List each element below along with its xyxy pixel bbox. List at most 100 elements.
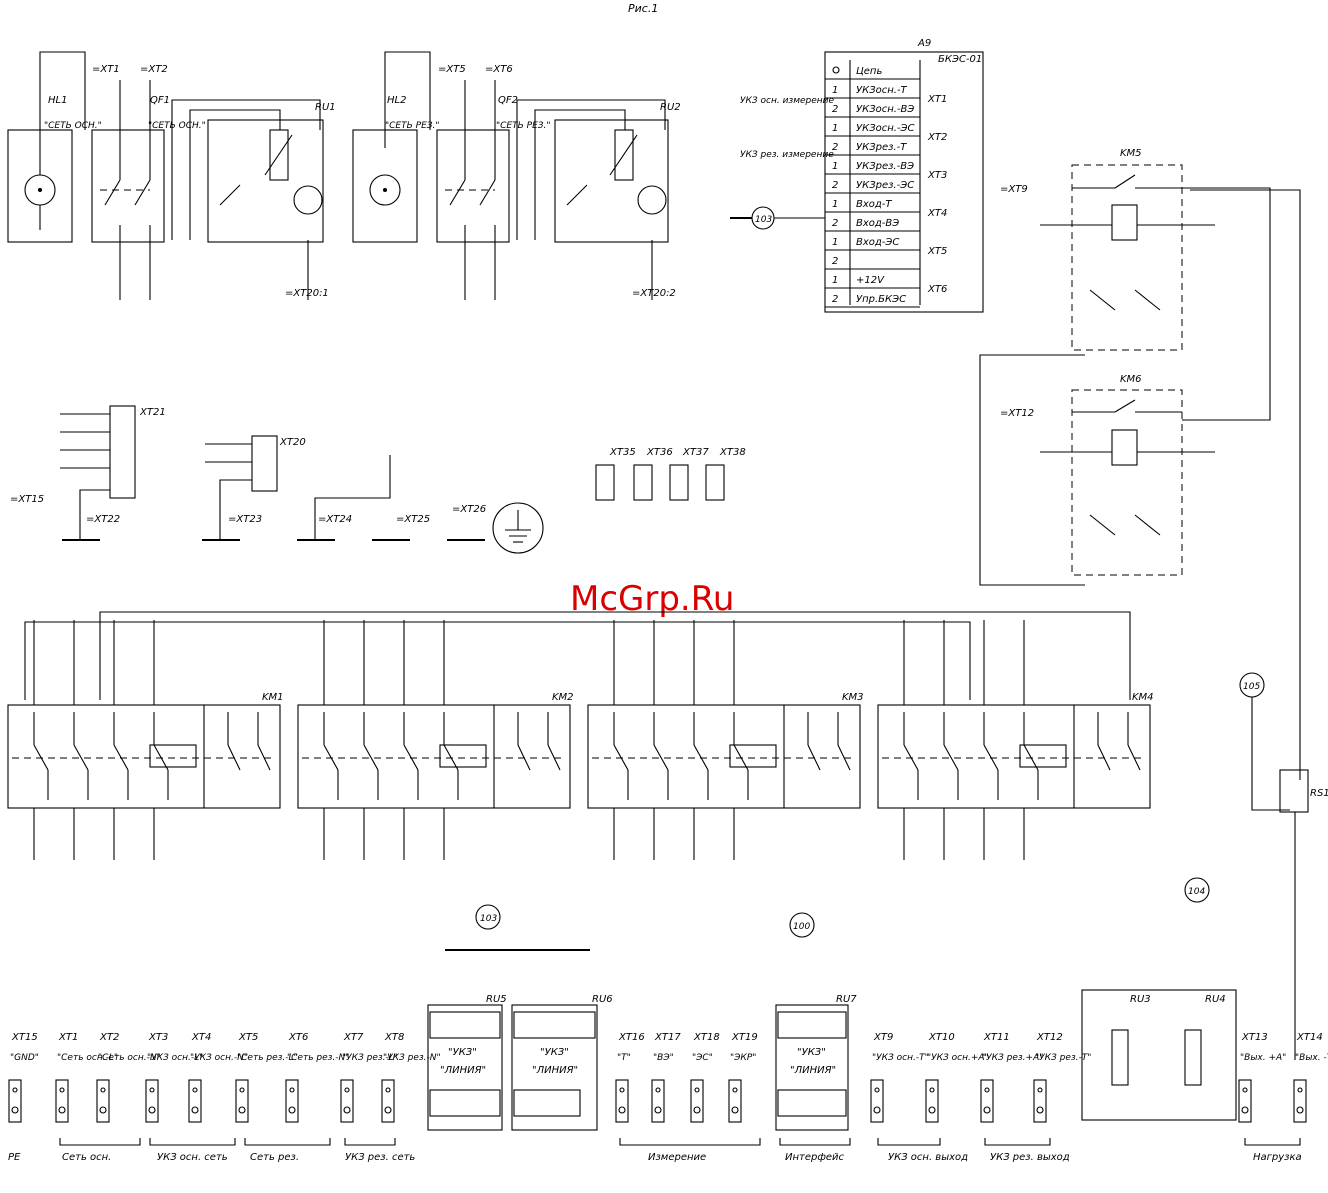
terminal-caption: "ЭС" <box>692 1053 713 1063</box>
hl1-label: HL1 <box>48 95 67 106</box>
terminal-block <box>145 1079 159 1123</box>
a9-row-name: Упр.БКЭС <box>856 294 906 305</box>
main-power-section: HL1 "СЕТЬ ОСН." QF1 "СЕТЬ ОСН." =XT1 =XT… <box>7 51 336 300</box>
terminal-xt-label: XT10 <box>928 1032 955 1043</box>
a9-row-num: 1 <box>832 85 838 96</box>
terminal-block <box>285 1079 299 1123</box>
terminal-xt-label: XT7 <box>343 1032 364 1043</box>
ru1-label: RU1 <box>315 102 336 113</box>
terminal-caption: "УКЗ рез.-L" <box>342 1053 398 1063</box>
a9-row-name: УКЗрез.-ВЭ <box>856 161 914 172</box>
xt20-1-ref: =XT20:1 <box>285 288 329 299</box>
a9-row-num: 2 <box>832 142 838 153</box>
terminal-caption: "Сеть рез.-N" <box>287 1053 349 1063</box>
group-label: Интерфейс <box>785 1152 845 1163</box>
terminal-xt-label: XT5 <box>238 1032 258 1043</box>
terminal-caption: "УКЗ рез.+А" <box>982 1053 1043 1063</box>
terminal-caption: "УКЗ рез.-Т" <box>1035 1053 1091 1063</box>
a9-title: A9 <box>917 38 931 49</box>
qf1-caption: "СЕТЬ ОСН." <box>148 121 206 131</box>
a9-row-num: 2 <box>832 218 838 229</box>
terminal-xt-label: XT4 <box>191 1032 211 1043</box>
a9-row-name: Вход-ЭС <box>856 237 899 248</box>
terminal-block <box>96 1079 110 1123</box>
terminal-caption: "Т" <box>617 1053 631 1063</box>
meter-103-icon <box>475 904 501 930</box>
xt6-ref: =XT6 <box>485 64 513 75</box>
watermark: McGrp.Ru <box>570 579 734 619</box>
terminal-caption: "Сеть рез.-L" <box>237 1053 298 1063</box>
ground-symbol-icon <box>492 502 544 554</box>
terminal-xt-label: XT12 <box>1036 1032 1063 1043</box>
terminal-xt-label: XT13 <box>1241 1032 1268 1043</box>
ru-blocks: 103 RU5 "УКЗ" "ЛИНИЯ" RU6 "УКЗ" "ЛИНИЯ" … <box>427 904 1237 1131</box>
xt9-ref: =XT9 <box>1000 184 1028 195</box>
terminal-block <box>8 1079 22 1123</box>
terminal-block <box>651 1079 665 1123</box>
a9-row-name: Вход-Т <box>856 199 892 210</box>
a9-row-name: УКЗосн.-ВЭ <box>856 104 914 115</box>
xt23-ref: =XT23 <box>228 514 262 525</box>
ru5-bottom: "ЛИНИЯ" <box>440 1065 486 1076</box>
km6-contactor: KM6 =XT12 <box>1000 374 1215 576</box>
terminal-xt-label: XT9 <box>873 1032 893 1043</box>
ru2-label: RU2 <box>660 102 681 113</box>
a9-row-name: УКЗосн.-ЭС <box>856 123 915 134</box>
terminal-block <box>1293 1079 1307 1123</box>
a9-row-num: 1 <box>832 237 838 248</box>
a9-row-num: 1 <box>832 161 838 172</box>
reserve-power-section: HL2 "СЕТЬ РЕЗ." QF2 "СЕТЬ РЕЗ." =XT5 =XT… <box>352 51 681 300</box>
a9-row-num: 1 <box>832 275 838 286</box>
figure-caption: Рис.1 <box>628 2 658 15</box>
xt5-ref: =XT5 <box>438 64 466 75</box>
xt36-label: XT36 <box>646 447 673 458</box>
terminal-caption: "Вых. -Т" <box>1295 1053 1328 1063</box>
terminal-xt-label: XT3 <box>148 1032 168 1043</box>
terminal-caption: "УКЗ рез.-N" <box>383 1053 441 1063</box>
terminal-block <box>381 1079 395 1123</box>
ru5-label: RU5 <box>486 994 507 1005</box>
km5-label: KM5 <box>1120 148 1142 159</box>
a9-row-name: УКЗосн.-Т <box>856 85 908 96</box>
terminal-caption: "УКЗ осн.-Т" <box>872 1053 929 1063</box>
a9-subtitle: БКЭС-01 <box>938 54 982 65</box>
a9-row-xt: XT1 <box>927 94 947 105</box>
km6-label: KM6 <box>1120 374 1142 385</box>
ru4-label: RU4 <box>1205 994 1226 1005</box>
terminal-block <box>615 1079 629 1123</box>
terminal-block <box>55 1079 69 1123</box>
terminal-block <box>235 1079 249 1123</box>
ru6-bottom: "ЛИНИЯ" <box>532 1065 578 1076</box>
terminal-xt-label: XT8 <box>384 1032 404 1043</box>
hl2-label: HL2 <box>387 95 406 106</box>
terminal-xt-label: XT11 <box>983 1032 1010 1043</box>
svg-text:103: 103 <box>755 215 772 225</box>
terminal-block <box>690 1079 704 1123</box>
ground-section: XT21 =XT15 =XT22 XT20 =XT23 =XT24 =XT25 … <box>10 405 544 554</box>
terminal-caption: "Сеть осн.-N" <box>98 1053 161 1063</box>
terminal-block <box>340 1079 354 1123</box>
group-label: Измерение <box>648 1152 706 1163</box>
a9-row-num: 2 <box>832 256 838 267</box>
a9-row-num: 2 <box>832 180 838 191</box>
terminal-xt-label: XT14 <box>1296 1032 1323 1043</box>
group-label: Сеть рез. <box>250 1152 299 1163</box>
meter-100-icon <box>789 912 815 938</box>
terminal-xt-label: XT2 <box>99 1032 119 1043</box>
group-label: УКЗ рез. выход <box>990 1152 1070 1163</box>
meter-100-label: 100 <box>793 922 810 932</box>
xt35-38-terminals: XT35 XT36 XT37 XT38 <box>595 447 746 501</box>
xt15-ref: =XT15 <box>10 494 44 505</box>
a9-row-num: 2 <box>832 104 838 115</box>
group-label: Сеть осн. <box>62 1152 111 1163</box>
meter-104-icon <box>1184 877 1210 903</box>
xt25-ref: =XT25 <box>396 514 430 525</box>
meter-104-label: 104 <box>1188 887 1205 897</box>
xt22-ref: =XT22 <box>86 514 120 525</box>
xt12-ref: =XT12 <box>1000 408 1034 419</box>
rs1-label: RS1 <box>1310 788 1328 799</box>
terminal-caption: "ЭКР" <box>730 1053 756 1063</box>
